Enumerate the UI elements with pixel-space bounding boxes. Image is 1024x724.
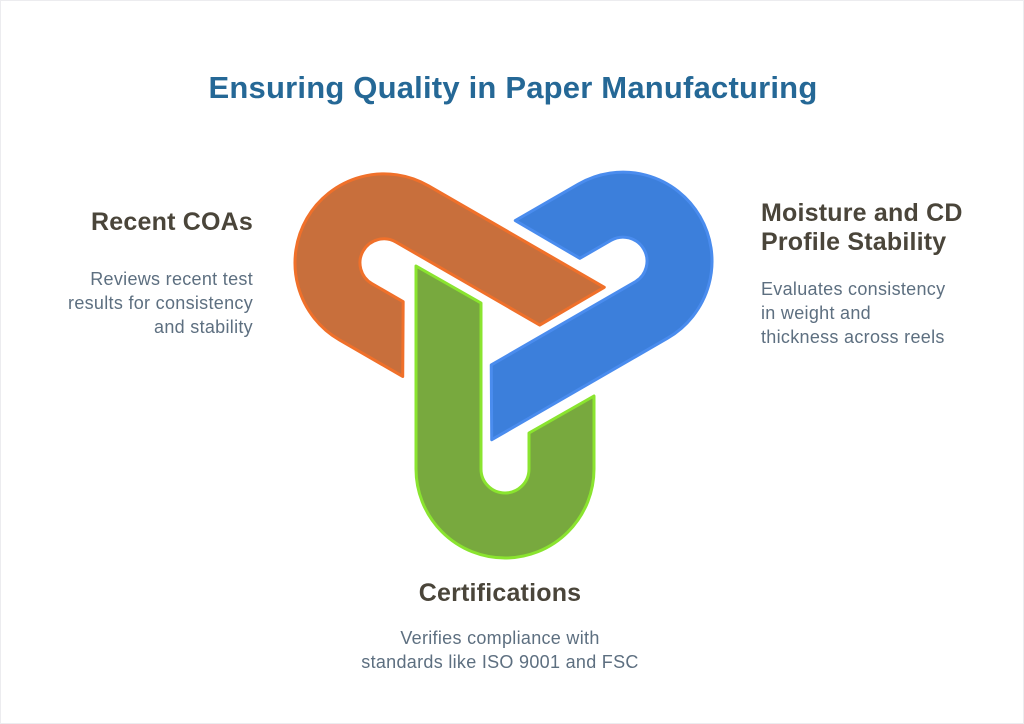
section-certifications: Certifications Verifies compliance with … <box>285 579 715 674</box>
page-title: Ensuring Quality in Paper Manufacturing <box>208 70 818 105</box>
section-moisture-cd-body: Evaluates consistency in weight and thic… <box>761 279 946 347</box>
section-recent-coas-body: Reviews recent test results for consiste… <box>68 269 253 337</box>
section-recent-coas: Recent COAs Reviews recent test results … <box>23 208 253 339</box>
section-recent-coas-heading: Recent COAs <box>91 208 253 236</box>
quality-trefoil-diagram <box>281 151 731 576</box>
section-moisture-cd-heading: Moisture and CD Profile Stability <box>761 199 963 256</box>
section-moisture-cd: Moisture and CD Profile Stability Evalua… <box>761 199 1011 349</box>
section-certifications-heading: Certifications <box>418 579 582 607</box>
section-certifications-body: Verifies compliance with standards like … <box>361 628 639 672</box>
